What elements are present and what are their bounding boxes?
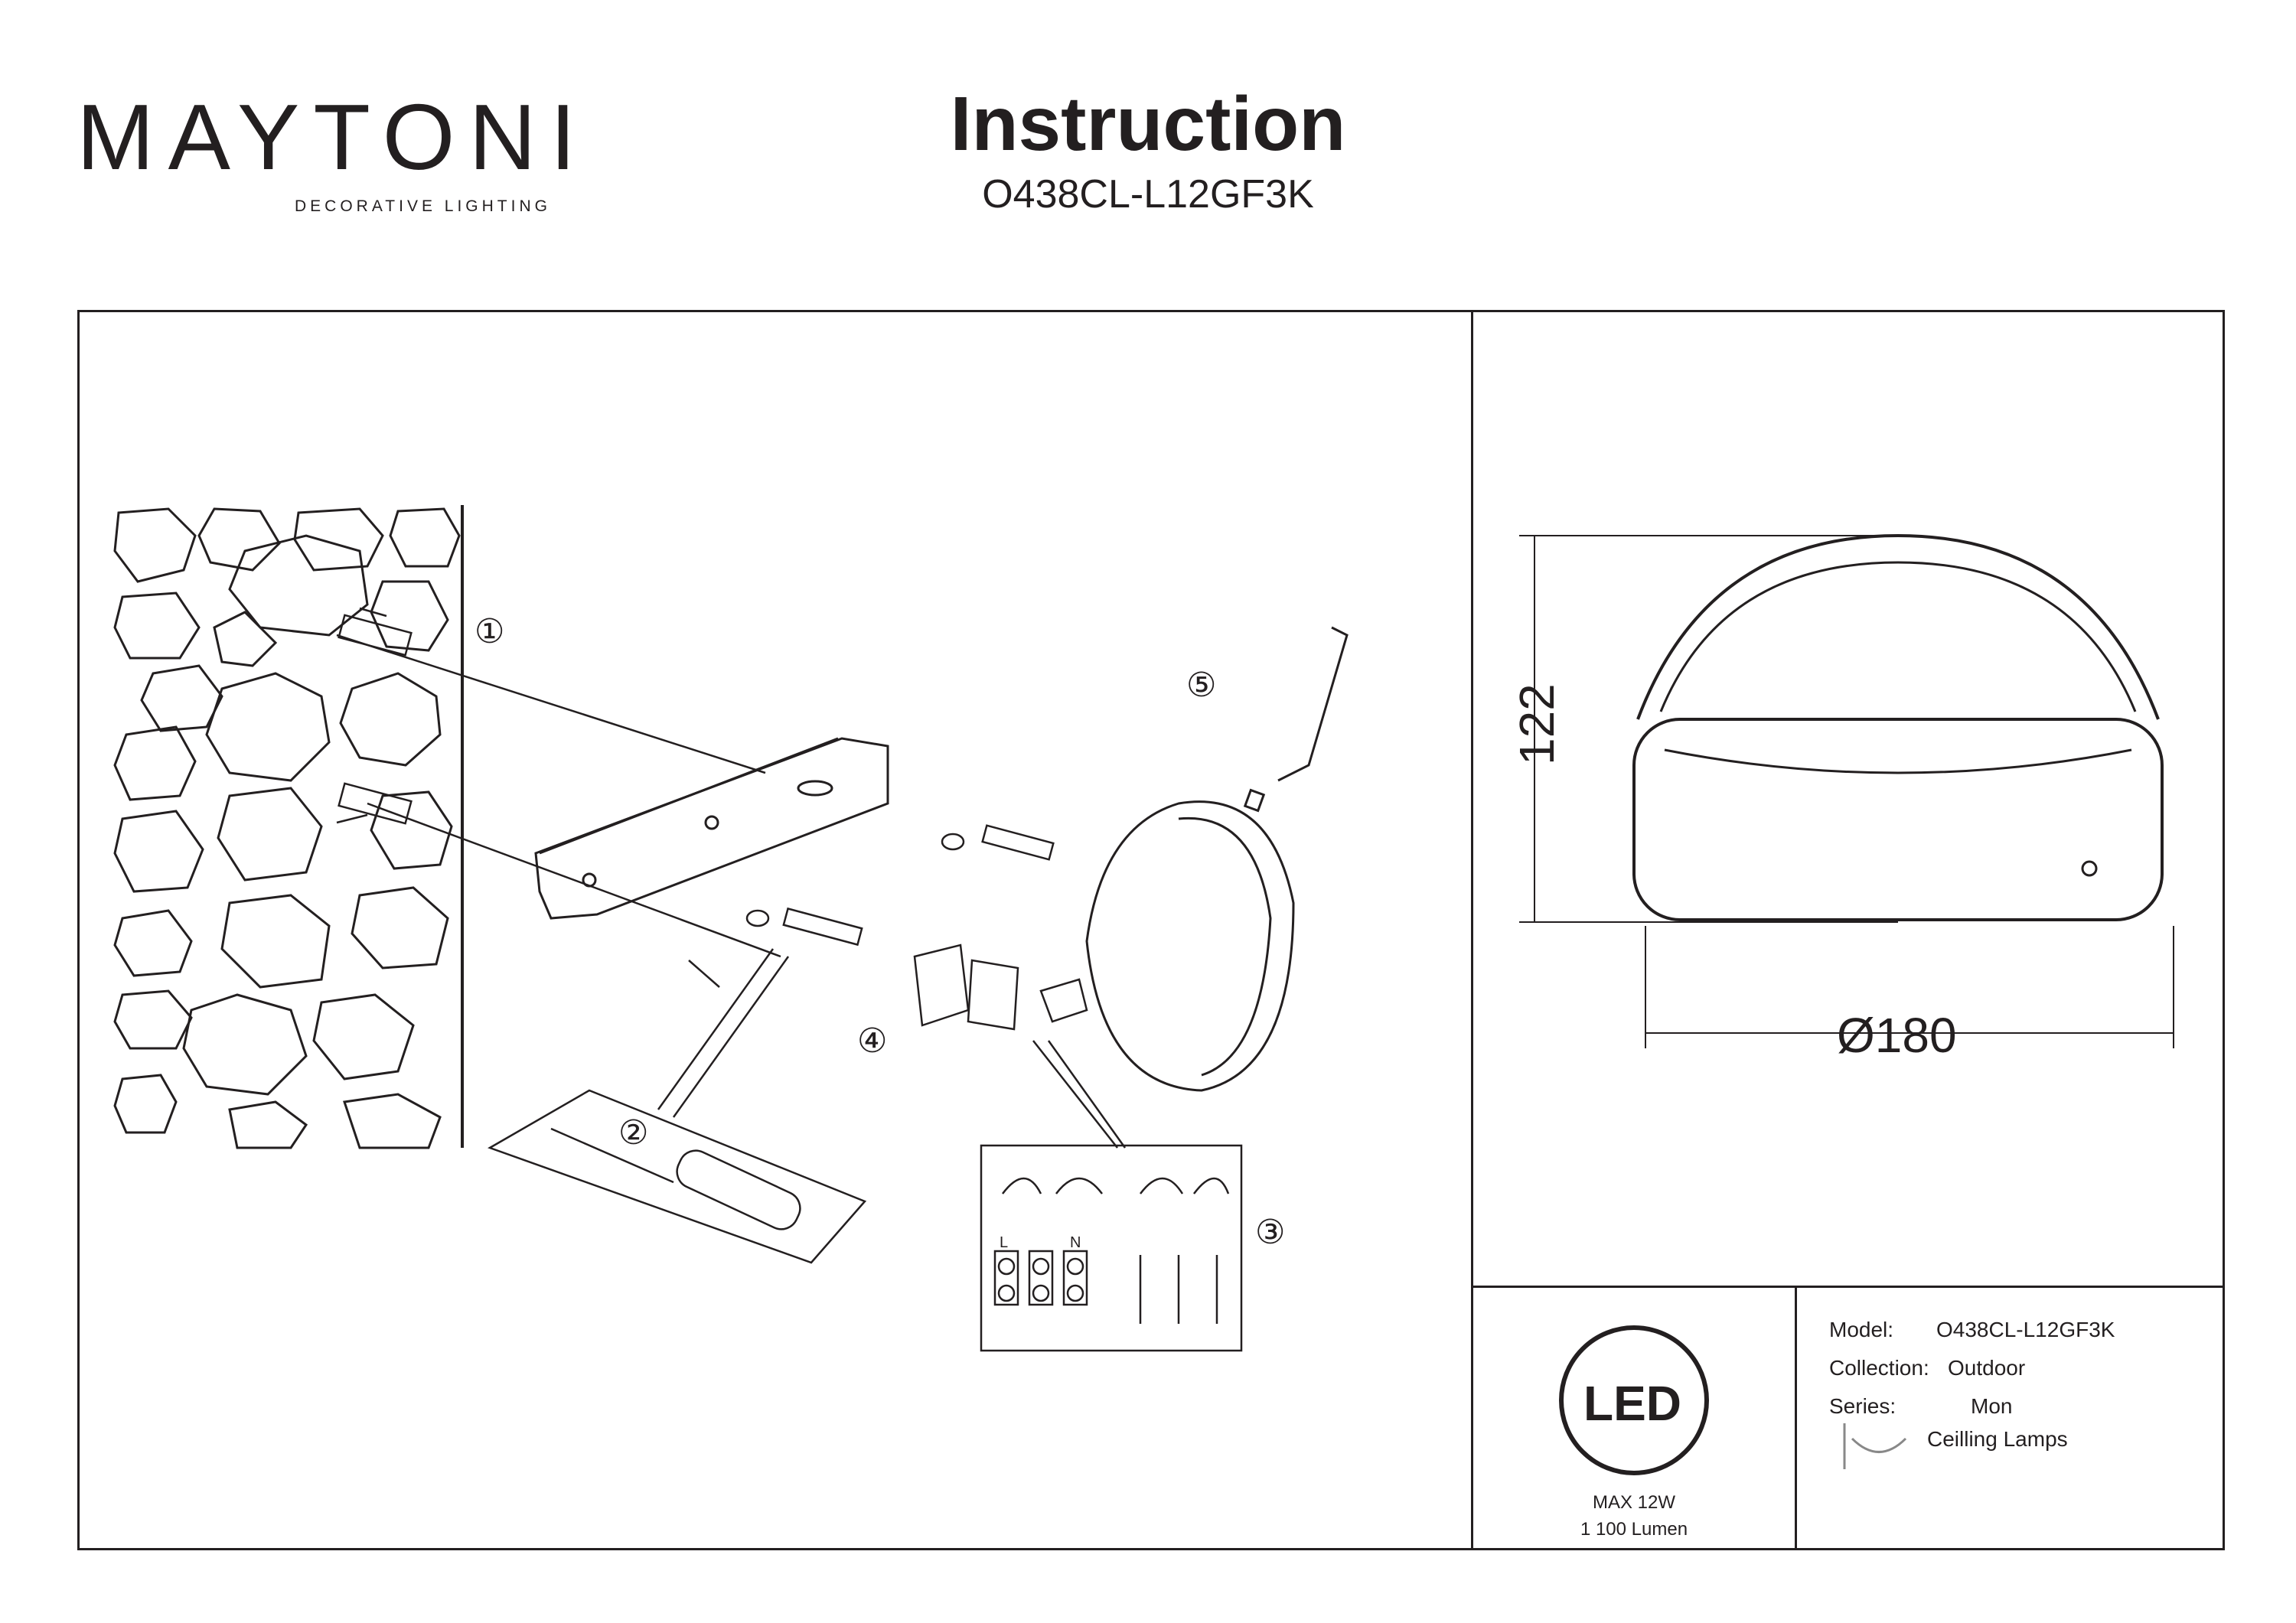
- spec-type-value: Ceilling Lamps: [1927, 1427, 2068, 1451]
- spec-collection-value: Outdoor: [1948, 1356, 2026, 1380]
- step-markers: ① ② ③ ④ ⑤: [475, 613, 1285, 1251]
- stone-wall-illustration: [113, 505, 464, 1149]
- led-lumen: 1 100 Lumen: [1580, 1519, 1688, 1540]
- dimension-drawing: [1519, 533, 2174, 1048]
- step-marker-1: ①: [475, 613, 504, 650]
- spec-series-value: Mon: [1971, 1394, 2013, 1418]
- screwdriver-panel: [488, 1089, 867, 1264]
- spec-model-value: O438CL-L12GF3K: [1936, 1318, 2115, 1341]
- page-title: Instruction: [950, 81, 1346, 167]
- terminal-label-n: N: [1070, 1234, 1081, 1251]
- brand-logo: MAYTONI DECORATIVE LIGHTING: [77, 90, 576, 228]
- brand-tagline: DECORATIVE LIGHTING: [295, 197, 551, 215]
- junction-box: [913, 943, 1127, 1149]
- screws-and-washers: [657, 824, 1055, 1118]
- dimension-diameter: Ø180: [1837, 1008, 1957, 1063]
- frame-divider-vertical: [1471, 310, 1473, 1550]
- wall-plugs: [336, 607, 781, 958]
- lamp-cover: [1085, 626, 1349, 1092]
- step-marker-5: ⑤: [1186, 666, 1216, 704]
- ceiling-lamp-icon: [1843, 1423, 1907, 1469]
- step-marker-3: ③: [1255, 1214, 1285, 1251]
- step-marker-4: ④: [857, 1022, 887, 1060]
- spec-collection-label: Collection:: [1829, 1356, 1929, 1380]
- spec-model-label: Model:: [1829, 1318, 1894, 1341]
- dimension-height: 122: [1509, 683, 1564, 765]
- stone-pattern: [113, 507, 461, 1149]
- led-icon-text: LED: [1583, 1376, 1681, 1431]
- frame-divider-horizontal: [1471, 1286, 2225, 1288]
- step-marker-2: ②: [618, 1114, 648, 1152]
- spec-series-label: Series:: [1829, 1394, 1896, 1418]
- led-max-power: MAX 12W: [1592, 1492, 1676, 1513]
- terminal-label-l: L: [1000, 1234, 1008, 1251]
- wiring-panel: [980, 1144, 1243, 1352]
- brand-name: MAYTONI: [77, 85, 590, 189]
- mounting-bracket: [534, 737, 889, 920]
- model-code-heading: O438CL-L12GF3K: [982, 172, 1314, 217]
- spec-divider-vertical: [1795, 1286, 1797, 1550]
- content-frame: [77, 310, 2225, 1550]
- led-icon: [1559, 1325, 1709, 1475]
